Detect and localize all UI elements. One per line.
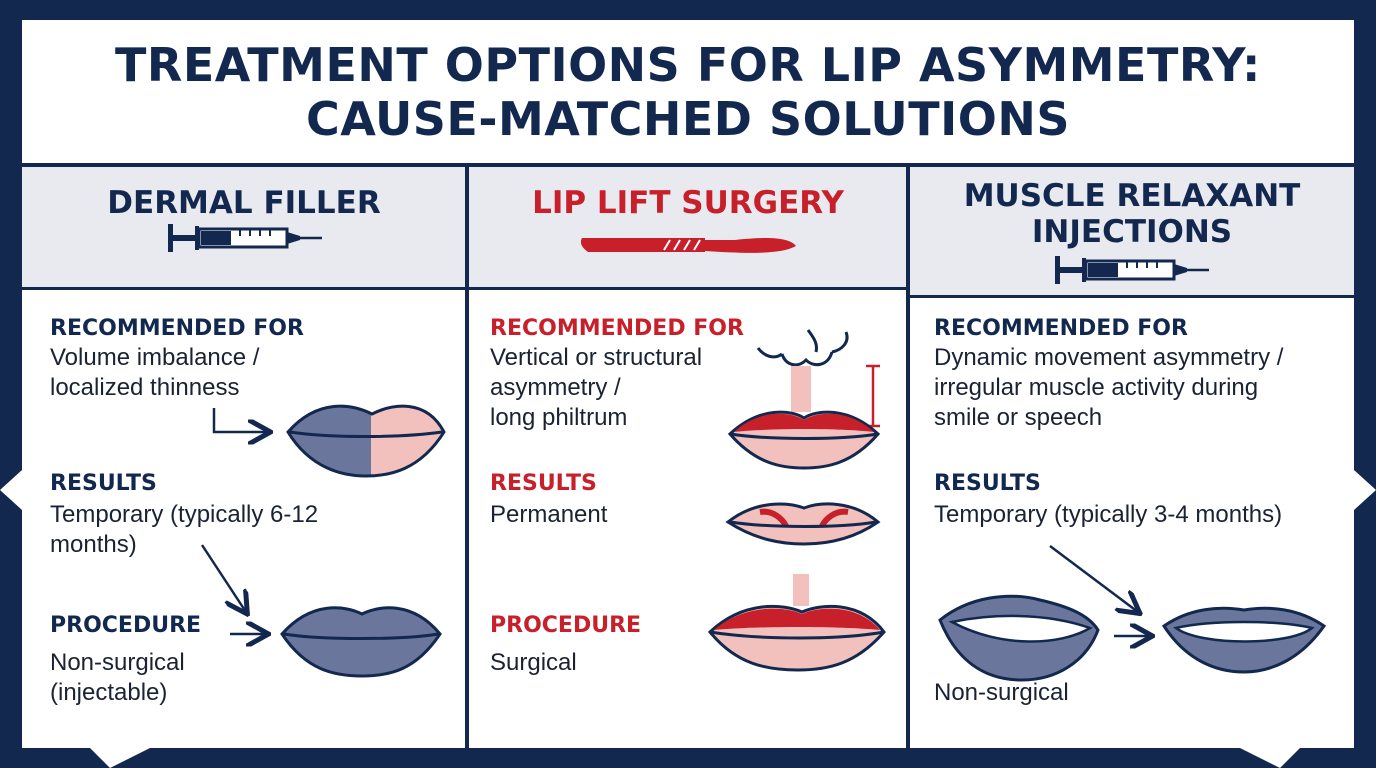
lip-lift-recommended-label: RECOMMENDED FOR (490, 316, 744, 341)
header-divider-right (910, 295, 1354, 298)
muscle-recommended-label: RECOMMENDED FOR (934, 316, 1188, 341)
lip-lift-recommended-text: Vertical or structural asymmetry / long … (490, 344, 703, 431)
dermal-results-text: Temporary (typically 6-12 months) (50, 501, 319, 558)
muscle-relaxant-title-2: INJECTIONS (1031, 214, 1233, 250)
muscle-results-label: RESULTS (934, 471, 1041, 496)
lip-lift-title: LIP LIFT SURGERY (532, 185, 844, 221)
dermal-recommended-text: Volume imbalance / localized thinness (50, 344, 260, 401)
muscle-recommended-text: Dynamic movement asymmetry / irregular m… (934, 344, 1284, 431)
dermal-procedure-text: Non-surgical (injectable) (50, 649, 185, 706)
title-line-2: CAUSE-MATCHED SOLUTIONS (306, 92, 1070, 146)
column-header-dermal-filler (22, 167, 466, 287)
lip-lift-procedure-label: PROCEDURE (490, 613, 642, 638)
dermal-procedure-label: PROCEDURE (50, 613, 202, 638)
page-title: TREATMENT OPTIONS FOR LIP ASYMMETRY: CAU… (22, 20, 1354, 164)
dermal-filler-title: DERMAL FILLER (107, 185, 381, 221)
column-divider-1 (465, 167, 469, 748)
lip-lift-procedure-text: Surgical (490, 649, 577, 676)
dermal-recommended-label: RECOMMENDED FOR (50, 316, 304, 341)
muscle-procedure-text: Non-surgical (934, 679, 1069, 706)
muscle-results-text: Temporary (typically 3-4 months) (934, 501, 1283, 528)
lip-lift-results-label: RESULTS (490, 471, 597, 496)
title-divider (22, 163, 1354, 167)
column-divider-2 (906, 167, 910, 748)
dermal-results-label: RESULTS (50, 471, 157, 496)
muscle-relaxant-title-1: MUSCLE RELAXANT (963, 178, 1301, 214)
title-line-1: TREATMENT OPTIONS FOR LIP ASYMMETRY: (115, 38, 1261, 92)
lip-lift-results-text: Permanent (490, 501, 608, 528)
column-header-lip-lift (469, 167, 907, 287)
